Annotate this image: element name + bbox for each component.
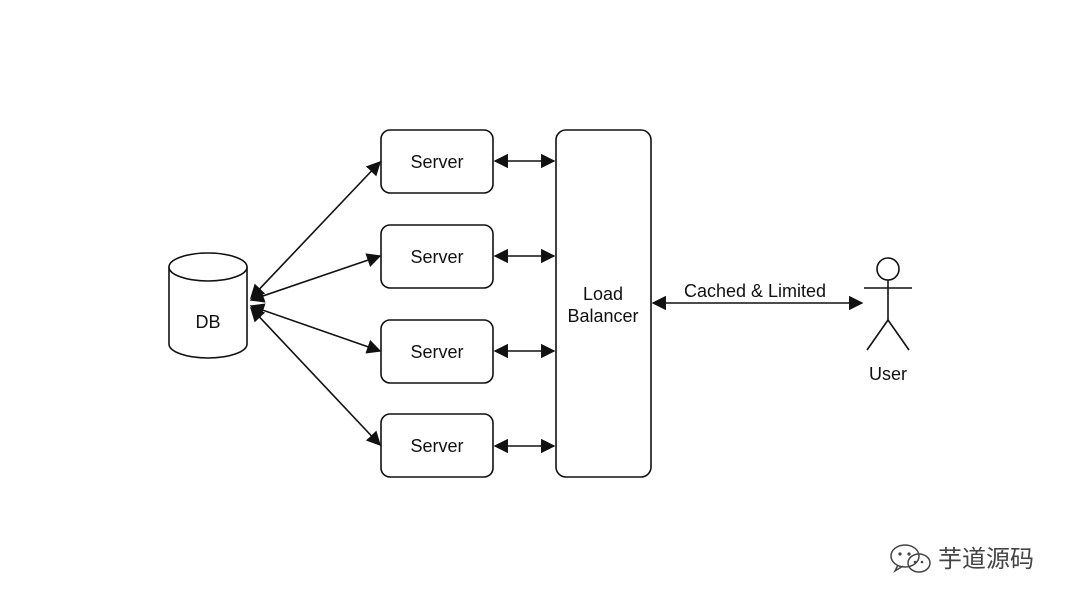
server-label: Server xyxy=(410,152,463,172)
server-node: Server xyxy=(380,224,494,289)
server-label: Server xyxy=(410,342,463,362)
server-label: Server xyxy=(410,247,463,267)
db-label: DB xyxy=(195,312,220,332)
server-node: Server xyxy=(380,413,494,478)
actor-head xyxy=(876,257,900,281)
wechat-icon xyxy=(890,544,931,574)
watermark-text: 芋道源码 xyxy=(938,545,1034,573)
load-balancer-label-line2: Balancer xyxy=(567,306,638,326)
edge-db-server xyxy=(250,306,381,447)
db-cylinder-body xyxy=(168,267,248,359)
actor-left-leg xyxy=(866,319,889,351)
db-cylinder-top xyxy=(168,252,248,282)
server-box xyxy=(380,413,494,478)
db-node: DB xyxy=(168,252,248,359)
watermark: 芋道源码 xyxy=(890,544,1034,574)
edge-label-cached-limited: Cached & Limited xyxy=(684,281,826,301)
user-actor-icon xyxy=(864,257,912,351)
edge-db-server xyxy=(249,253,382,303)
actor-right-leg xyxy=(887,319,910,351)
load-balancer-node: Load Balancer xyxy=(555,129,652,478)
load-balancer-box xyxy=(555,129,652,478)
server-box xyxy=(380,129,494,194)
server-node: Server xyxy=(380,319,494,384)
server-node: Server xyxy=(380,129,494,194)
server-label: Server xyxy=(410,436,463,456)
load-balancer-label-line1: Load xyxy=(583,284,623,304)
user-label: User xyxy=(869,364,907,384)
